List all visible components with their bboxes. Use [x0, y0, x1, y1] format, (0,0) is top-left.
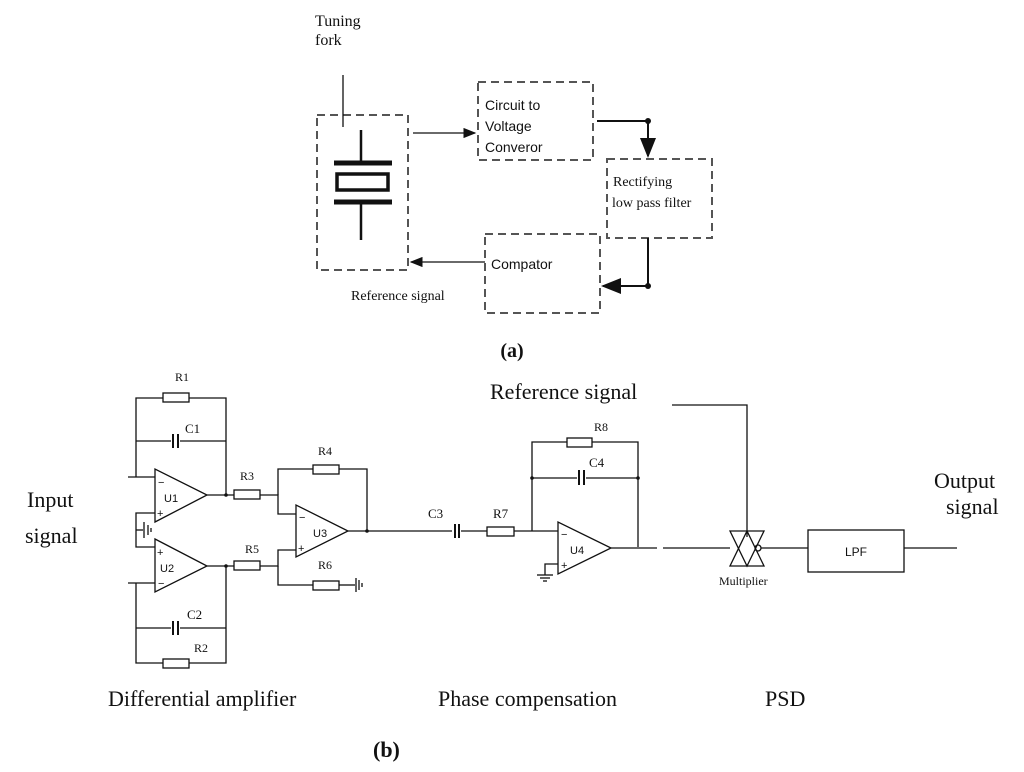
part-a-block-diagram: Tuning fork Circuit to Voltage Converor …: [315, 13, 713, 362]
label-r6: R6: [318, 558, 332, 572]
rectifying-lpf-box: [606, 158, 713, 239]
c2v-label-1: Circuit to: [485, 97, 540, 113]
comparator-label: Compator: [491, 256, 553, 272]
label-c4: C4: [589, 455, 605, 470]
label-r5: R5: [245, 542, 259, 556]
ground-icon: [355, 578, 363, 592]
resistor-r1: [162, 392, 190, 403]
psd-section: Multiplier LPF: [719, 529, 957, 588]
resistor-r2: [162, 658, 190, 669]
caption-b: (b): [373, 737, 400, 762]
label-c3: C3: [428, 506, 443, 521]
svg-text:+: +: [157, 508, 163, 520]
label-u3: U3: [313, 528, 327, 540]
resistor-r3: [233, 489, 261, 500]
rectifier-label-1: Rectifying: [613, 175, 672, 190]
rectifier-label-2: low pass filter: [612, 196, 692, 211]
tuning-fork-label-line1: Tuning: [315, 13, 361, 30]
label-r7: R7: [493, 506, 509, 521]
svg-text:+: +: [561, 560, 567, 572]
tuning-fork-label-line2: fork: [315, 32, 342, 49]
output-signal-label-1: Output: [934, 468, 995, 493]
svg-text:−: −: [299, 512, 305, 524]
caption-a: (a): [500, 340, 523, 362]
label-u4: U4: [570, 545, 584, 557]
opamp-u3: [295, 503, 350, 559]
opamp-u4: [557, 520, 613, 576]
svg-text:−: −: [158, 578, 164, 590]
output-signal-label-2: signal: [946, 494, 999, 519]
tuning-fork-box: [316, 114, 409, 271]
label-r8: R8: [594, 420, 608, 434]
input-signal-label-1: Input: [27, 487, 73, 512]
comparator-box: [484, 233, 601, 314]
svg-text:−: −: [158, 477, 164, 489]
section-label-phase-comp: Phase compensation: [438, 686, 617, 711]
svg-text:+: +: [157, 547, 163, 559]
crystal-resonator-icon: [334, 130, 392, 240]
phase-compensation: C3 R7 R8 C4 U4 − +: [428, 420, 730, 582]
lpf-label: LPF: [845, 545, 867, 559]
opamp-u2: [154, 537, 209, 594]
reference-signal-wire: [672, 404, 748, 537]
svg-text:+: +: [298, 543, 304, 555]
input-signal-label-2: signal: [25, 523, 78, 548]
opamp-u1: [154, 467, 209, 524]
multiplier-label: Multiplier: [719, 574, 768, 588]
label-u1: U1: [164, 493, 178, 505]
ground-icon: [537, 574, 553, 582]
label-c2: C2: [187, 607, 202, 622]
lpf-box: [807, 529, 905, 573]
svg-text:−: −: [561, 529, 567, 541]
section-label-psd: PSD: [765, 686, 805, 711]
label-c1: C1: [185, 421, 200, 436]
reference-signal-label-a: Reference signal: [351, 289, 445, 304]
label-r1: R1: [175, 370, 189, 384]
part-b-circuit: Input signal R1 C1 U1 − +: [25, 370, 999, 762]
c2v-label-3: Converor: [485, 139, 543, 155]
label-r2: R2: [194, 641, 208, 655]
resistor-r4: [312, 464, 340, 475]
label-u2: U2: [160, 563, 174, 575]
section-label-diff-amp: Differential amplifier: [108, 686, 297, 711]
resistor-r5: [233, 560, 261, 571]
c2v-label-2: Voltage: [485, 118, 532, 134]
resistor-r7: [486, 526, 515, 537]
label-r3: R3: [240, 469, 254, 483]
ground-icon: [143, 522, 152, 538]
resistor-r8: [566, 437, 593, 448]
differential-amplifier: R1 C1 U1 − + U2 + −: [128, 370, 452, 669]
circuit-to-voltage-converter-box: [477, 81, 594, 161]
label-r4: R4: [318, 444, 332, 458]
reference-signal-label-b: Reference signal: [490, 379, 637, 404]
resistor-r6: [312, 580, 340, 591]
